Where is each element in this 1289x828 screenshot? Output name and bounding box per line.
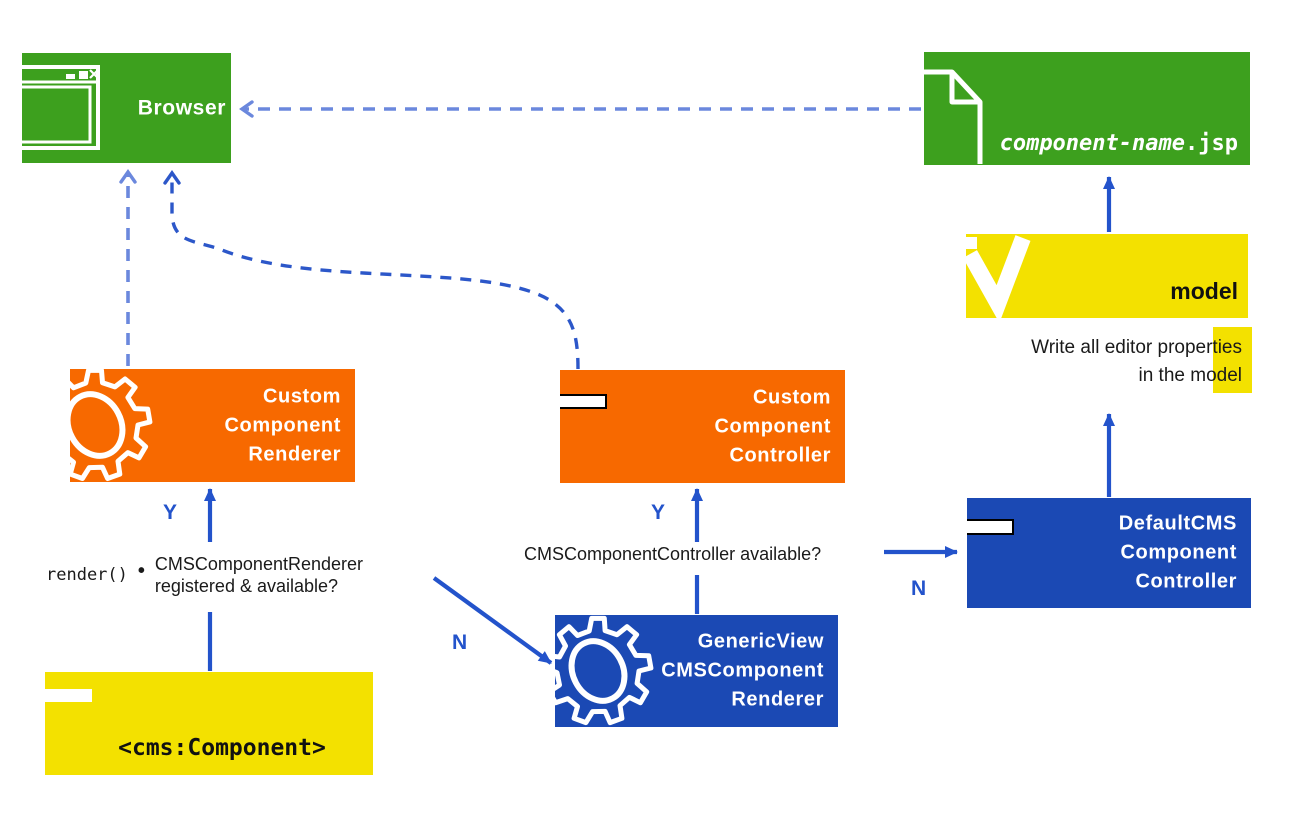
node-jsp: component-name.jsp [924, 52, 1250, 165]
class-bar-icon [45, 689, 92, 702]
node-generic-renderer: GenericView CMSComponent Renderer [555, 615, 838, 727]
render-question-row: render() • CMSComponentRenderer register… [46, 553, 363, 597]
yes-label-controller: Y [651, 501, 666, 524]
model-label: model [1170, 278, 1238, 304]
custom-controller-label: Custom Component Controller [714, 386, 831, 466]
generic-renderer-label: GenericView CMSComponent Renderer [661, 630, 824, 711]
jsp-label-name: component-name [999, 131, 1186, 156]
no-label-defaultcontroller: N [911, 577, 927, 600]
bullet-separator: • [137, 560, 145, 582]
document-icon [924, 69, 983, 164]
node-browser: Browser [22, 53, 231, 163]
model-text-highlight [1213, 327, 1252, 393]
no-label-generic: N [452, 631, 468, 654]
node-custom-renderer: Custom Component Renderer [70, 369, 355, 482]
jsp-label-ext: .jsp [1185, 131, 1238, 156]
gear-icon [555, 615, 654, 726]
gear-icon [70, 369, 153, 481]
arrow-controller-to-browser [163, 170, 580, 370]
node-model: model [966, 234, 1248, 318]
down-arrow-icon [966, 235, 1031, 318]
default-controller-label: DefaultCMS Component Controller [1118, 512, 1237, 593]
yes-label-renderer: Y [163, 501, 178, 524]
custom-renderer-label: Custom Component Renderer [224, 385, 341, 465]
class-bar-icon [967, 519, 1014, 535]
node-custom-controller: Custom Component Controller [560, 370, 845, 483]
write-model-note: Write all editor properties in the model [1031, 337, 1242, 386]
class-bar-icon [560, 394, 607, 409]
node-default-controller: DefaultCMS Component Controller [967, 498, 1251, 608]
render-call-label: render() [46, 565, 128, 585]
node-cms-tag: <cms:Component> [45, 672, 373, 775]
cms-tag-label: <cms:Component> [118, 735, 326, 761]
jsp-label: component-name.jsp [1000, 131, 1238, 156]
renderer-question: CMSComponentRenderer registered & availa… [154, 554, 364, 596]
browser-label: Browser [137, 96, 226, 120]
controller-question: CMSComponentController available? [524, 544, 822, 564]
browser-window-icon [22, 65, 100, 150]
